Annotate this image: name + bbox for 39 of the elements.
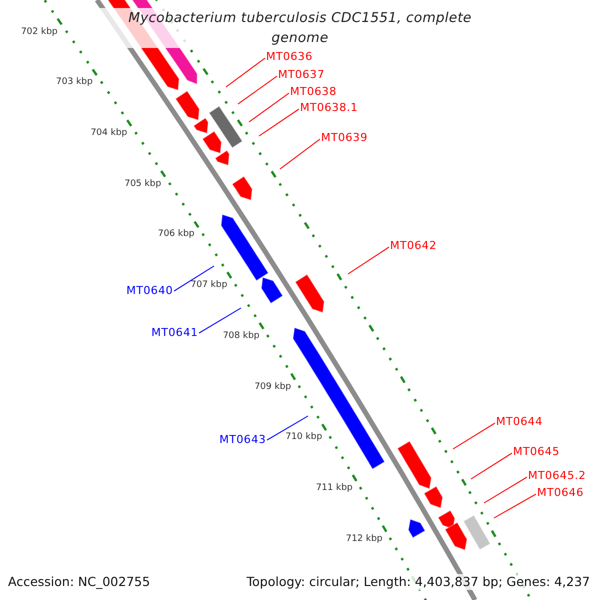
gene-label: MT0645 xyxy=(513,445,560,458)
leader-line xyxy=(198,308,242,334)
gene-label: MT0642 xyxy=(390,239,437,252)
scale-label: 704 kbp xyxy=(90,128,128,138)
gene-label: MT0637 xyxy=(278,68,325,81)
leader-line xyxy=(280,138,320,170)
scale-label: 702 kbp xyxy=(20,26,58,37)
scale-label: 710 kbp xyxy=(285,432,322,442)
scale-label: 706 kbp xyxy=(158,229,195,240)
gene-label: MT0644 xyxy=(496,415,543,428)
gene-label: MT0641 xyxy=(151,326,198,339)
gene-label: MT0643 xyxy=(219,433,266,446)
scale-label: 712 kbp xyxy=(346,534,383,544)
scale-label: 703 kbp xyxy=(56,77,93,88)
scale-label: 705 kbp xyxy=(124,178,162,189)
leader-line xyxy=(494,494,536,518)
scale-label: 707 kbp xyxy=(190,280,228,290)
gene-label: MT0638 xyxy=(290,85,337,98)
leader-line xyxy=(238,76,278,104)
leader-line xyxy=(174,266,214,292)
leader-line xyxy=(452,422,496,450)
leader-line xyxy=(470,452,512,480)
leader-line xyxy=(258,108,300,136)
leader-line xyxy=(266,416,308,441)
scale-label: 708 kbp xyxy=(222,330,260,341)
gene-label: MT0638.1 xyxy=(300,101,358,114)
gene-label: MT0640 xyxy=(126,284,173,297)
scale-label: 711 kbp xyxy=(316,482,353,493)
genome-summary-text: Topology: circular; Length: 4,403,837 bp; Genes: 4,237 xyxy=(246,574,590,590)
leader-line xyxy=(226,58,266,88)
leader-line xyxy=(348,246,390,274)
gene-label: MT0636 xyxy=(266,50,313,63)
accession-text: Accession: NC_002755 xyxy=(8,574,150,590)
leader-line xyxy=(484,476,528,504)
gene-label: MT0639 xyxy=(321,131,368,144)
gene-label: MT0646 xyxy=(537,486,584,499)
gene-label: MT0645.2 xyxy=(528,469,586,482)
scale-label: 709 kbp xyxy=(254,382,292,392)
leader-line xyxy=(248,92,290,122)
